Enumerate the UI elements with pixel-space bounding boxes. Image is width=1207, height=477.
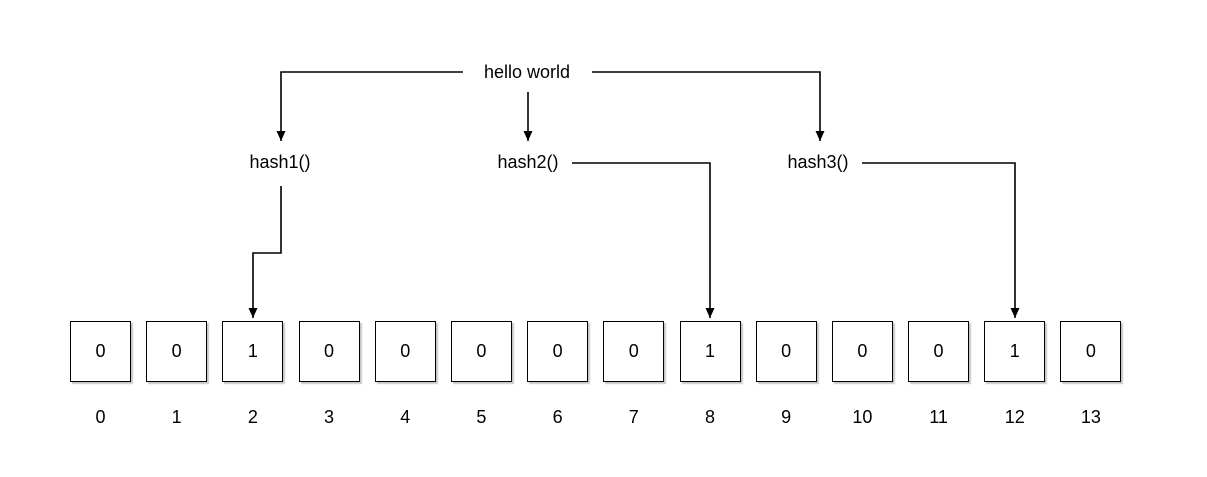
connector-hash3-to-cell12 (862, 162, 1020, 318)
index-label-11: 11 (929, 407, 948, 427)
input-value-label: hello world (483, 62, 571, 82)
hash3-function-label: hash3() (787, 152, 849, 172)
index-row: 0 1 2 3 4 5 6 7 8 9 10 11 12 13 (70, 407, 1121, 427)
bit-cell-2: 1 (222, 321, 284, 382)
index-label-3: 3 (324, 407, 335, 427)
index-label-13: 13 (1080, 407, 1101, 427)
index-label-5: 5 (476, 407, 487, 427)
bit-cell-1: 0 (146, 321, 208, 382)
index-label-4: 4 (400, 407, 411, 427)
bit-array: 0 0 1 0 0 0 0 0 1 0 0 0 1 0 (70, 321, 1122, 382)
index-label-8: 8 (704, 407, 715, 427)
index-label-6: 6 (552, 407, 563, 427)
bit-cell-10: 0 (831, 321, 893, 382)
bit-cell-6: 0 (527, 321, 589, 382)
bit-cell-5: 0 (450, 321, 512, 382)
connector-hash1-to-cell2 (248, 186, 282, 318)
hash1-function-label: hash1() (249, 152, 311, 172)
bit-cell-9: 0 (755, 321, 817, 382)
index-label-2: 2 (247, 407, 258, 427)
index-label-12: 12 (1004, 407, 1025, 427)
bit-cell-12: 1 (984, 321, 1046, 382)
connector-input-to-hash3 (592, 71, 825, 141)
bit-cell-4: 0 (374, 321, 436, 382)
bit-cell-3: 0 (298, 321, 360, 382)
bit-cell-11: 0 (908, 321, 970, 382)
connector-input-to-hash1 (276, 71, 463, 141)
index-label-10: 10 (852, 407, 873, 427)
index-label-7: 7 (628, 407, 639, 427)
index-label-1: 1 (171, 407, 182, 427)
connector-hash2-to-cell8 (572, 162, 715, 318)
bit-cell-0: 0 (70, 321, 131, 382)
index-label-0: 0 (95, 407, 106, 427)
hash2-function-label: hash2() (497, 152, 559, 172)
index-label-9: 9 (781, 407, 792, 427)
bit-cell-7: 0 (603, 321, 665, 382)
bit-cell-8: 1 (679, 321, 741, 382)
bit-cell-13: 0 (1060, 321, 1122, 382)
